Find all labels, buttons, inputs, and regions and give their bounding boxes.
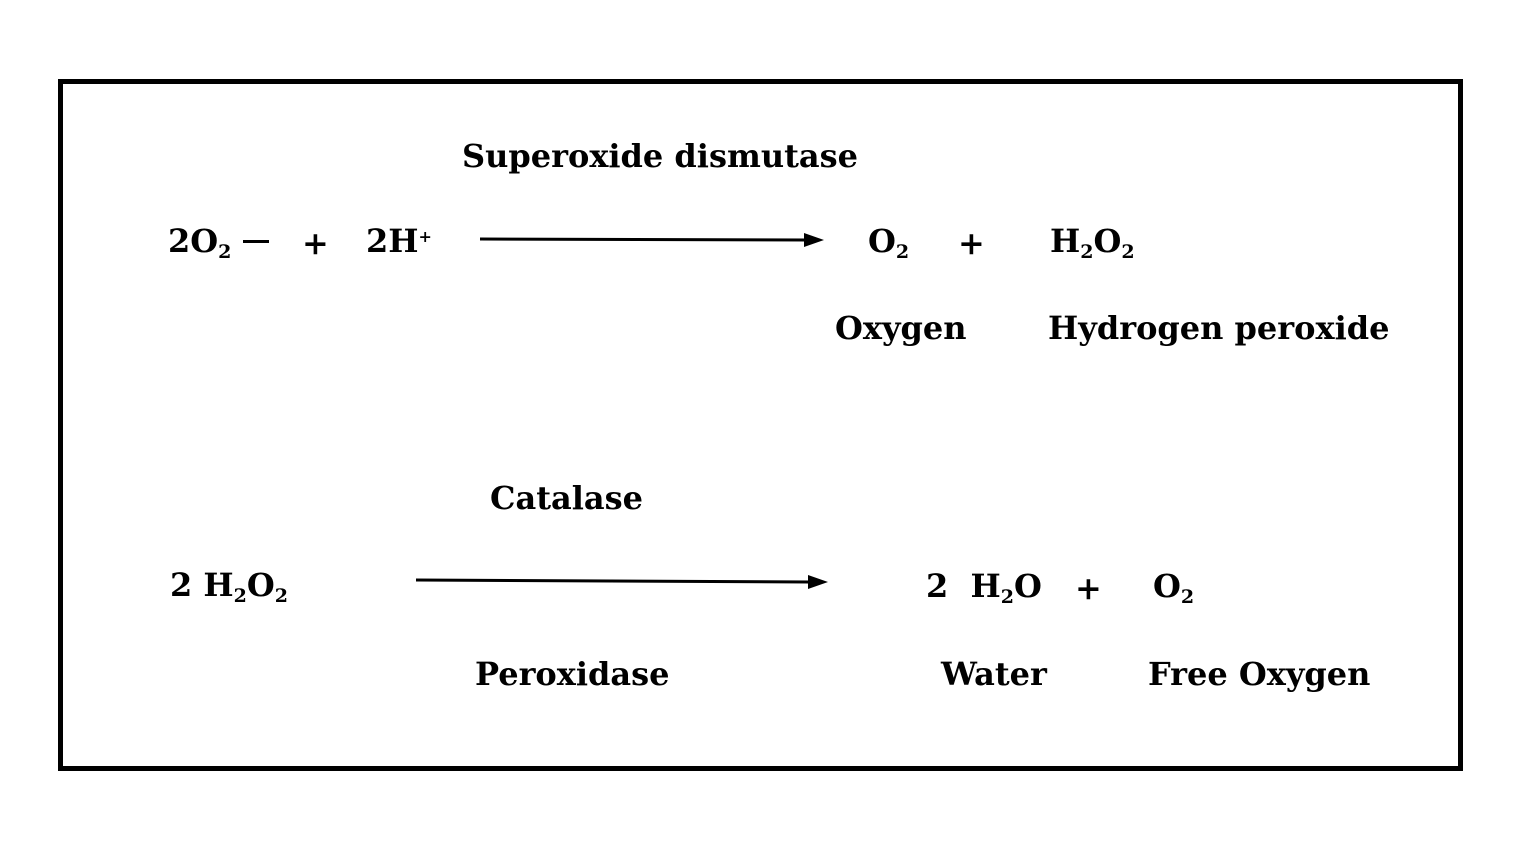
product-water-h: H	[970, 567, 1001, 605]
reactant-superoxide: 2O2	[168, 222, 270, 262]
hp-o-subscript: 2	[1121, 241, 1135, 263]
reactant-proton-coef: 2	[366, 222, 389, 260]
reaction1-arrow	[479, 233, 824, 247]
hp-o: O	[1093, 222, 1122, 260]
label-oxygen: Oxygen	[835, 309, 967, 347]
reaction1-plus-left: +	[302, 224, 329, 262]
superoxide-charge-minus	[243, 240, 270, 243]
label-water: Water	[941, 655, 1047, 693]
product-oxygen: O2	[868, 222, 909, 262]
reactant-superoxide-coef: 2	[168, 222, 191, 260]
reactant-hp-o: O	[246, 566, 275, 604]
product-free-oxygen-subscript: 2	[1180, 586, 1195, 608]
reactant-hp-h: H	[203, 566, 234, 604]
reactant-superoxide-formula: O	[190, 222, 219, 260]
reactant-hydrogen-peroxide: 2 H2O2	[170, 566, 288, 606]
enzyme-peroxidase: Peroxidase	[475, 655, 670, 693]
reactant-hp-h-subscript: 2	[233, 585, 247, 607]
hp-h-subscript: 2	[1080, 241, 1094, 263]
reactant-proton-charge: +	[418, 227, 432, 246]
reactant-proton-formula: H	[388, 222, 419, 260]
product-water-coef: 2	[926, 567, 949, 605]
reaction2-plus: +	[1075, 569, 1102, 607]
diagram-frame	[58, 79, 1463, 771]
reaction2-arrow	[415, 575, 828, 589]
product-free-oxygen-formula: O	[1153, 567, 1181, 605]
hp-h: H	[1050, 222, 1081, 260]
label-free-oxygen: Free Oxygen	[1148, 655, 1371, 693]
reactant-hp-coef: 2	[170, 566, 193, 604]
product-water-o: O	[1014, 567, 1042, 605]
product-water-h-subscript: 2	[1000, 586, 1015, 608]
reactant-hp-o-subscript: 2	[274, 585, 288, 607]
reactant-proton: 2H+	[366, 225, 432, 257]
product-oxygen-subscript: 2	[895, 241, 910, 263]
label-hydrogen-peroxide: Hydrogen peroxide	[1048, 309, 1390, 347]
product-water: 2 H2O	[926, 567, 1042, 607]
product-oxygen-formula: O	[868, 222, 896, 260]
product-hydrogen-peroxide: H2O2	[1050, 222, 1135, 262]
reactant-superoxide-subscript: 2	[218, 241, 232, 263]
enzyme-superoxide-dismutase: Superoxide dismutase	[462, 137, 858, 175]
reaction1-plus-right: +	[958, 224, 985, 262]
product-free-oxygen: O2	[1153, 567, 1194, 607]
enzyme-catalase: Catalase	[490, 479, 643, 517]
